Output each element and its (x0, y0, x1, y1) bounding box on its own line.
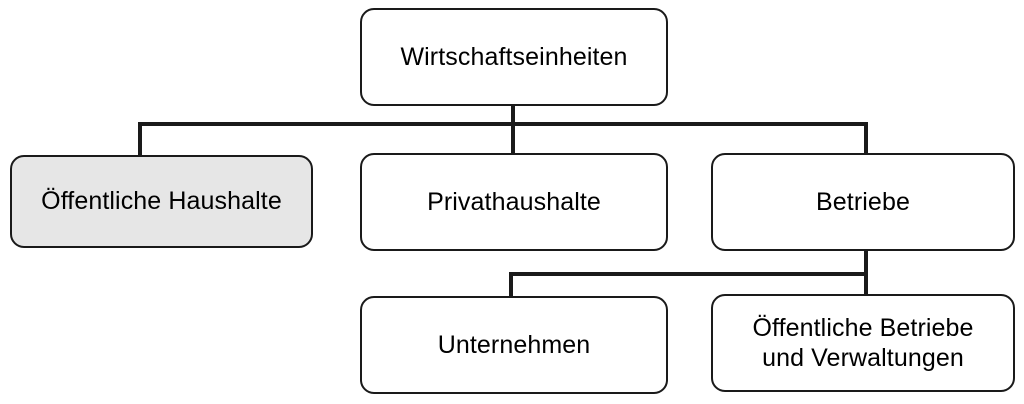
node-label: Öffentliche Haushalte (41, 187, 282, 216)
node-label: Unternehmen (437, 330, 591, 359)
node-label: Öffentliche Betriebe und Verwaltungen (752, 313, 974, 373)
node-privathaushalte[interactable]: Privathaushalte (360, 153, 668, 251)
edge-to-oeffentliche-haushalte (138, 122, 142, 156)
node-betriebe[interactable]: Betriebe (711, 153, 1015, 251)
edge-root-stem (511, 106, 515, 156)
node-unternehmen[interactable]: Unternehmen (360, 296, 668, 394)
node-label: Wirtschaftseinheiten (400, 42, 628, 71)
node-oeffentliche-betriebe-und-verwaltungen[interactable]: Öffentliche Betriebe und Verwaltungen (711, 294, 1015, 392)
edge-level2-bus (138, 122, 868, 126)
edge-to-betriebe (864, 122, 868, 156)
node-label: Betriebe (816, 187, 910, 216)
node-label: Privathaushalte (427, 187, 601, 216)
node-oeffentliche-haushalte[interactable]: Öffentliche Haushalte (10, 155, 313, 248)
edge-to-unternehmen (509, 272, 513, 296)
node-wirtschaftseinheiten[interactable]: Wirtschaftseinheiten (360, 8, 668, 106)
edge-level3-bus (509, 272, 868, 276)
